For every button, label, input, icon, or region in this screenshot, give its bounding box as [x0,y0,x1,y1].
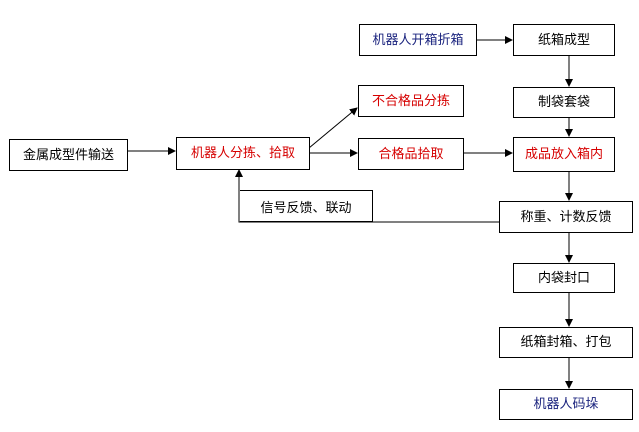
node-label: 合格品拾取 [378,146,444,162]
node-robot-palletize: 机器人码垛 [499,389,633,420]
node-robot-sort-pick: 机器人分拣、拾取 [176,137,310,170]
feedback-loop-line [235,169,499,223]
node-reject-sorting: 不合格品分拣 [358,85,464,117]
node-label: 机器人码垛 [533,397,599,412]
node-product-into-box: 成品放入箱内 [513,137,615,172]
node-inner-bag-seal: 内袋封口 [513,263,615,293]
arrow-sort-to-reject [308,107,358,149]
feedback-loop-label: 信号反馈、联动 [240,190,373,222]
node-label: 机器人分拣、拾取 [190,146,295,161]
node-label: 金属成型件输送 [22,147,114,163]
node-metal-conveying: 金属成型件输送 [9,139,128,171]
node-carton-seal-pack: 纸箱封箱、打包 [499,327,633,358]
node-label: 纸箱成型 [537,32,590,48]
node-label: 称重、计数反馈 [520,209,612,225]
node-weigh-count-feedback: 称重、计数反馈 [499,201,633,233]
node-bag-making: 制袋套袋 [513,87,615,118]
node-label: 机器人开箱折箱 [372,32,464,48]
feedback-label-text: 信号反馈、联动 [260,200,352,216]
node-label: 纸箱封箱、打包 [520,335,612,350]
node-label: 内袋封口 [537,270,590,286]
node-label: 制袋套袋 [537,95,590,110]
node-label: 不合格品分拣 [371,93,450,109]
node-qualified-pick: 合格品拾取 [358,138,464,170]
node-carton-forming: 纸箱成型 [513,24,615,56]
node-label: 成品放入箱内 [524,147,603,162]
node-robot-open-fold: 机器人开箱折箱 [359,24,477,56]
